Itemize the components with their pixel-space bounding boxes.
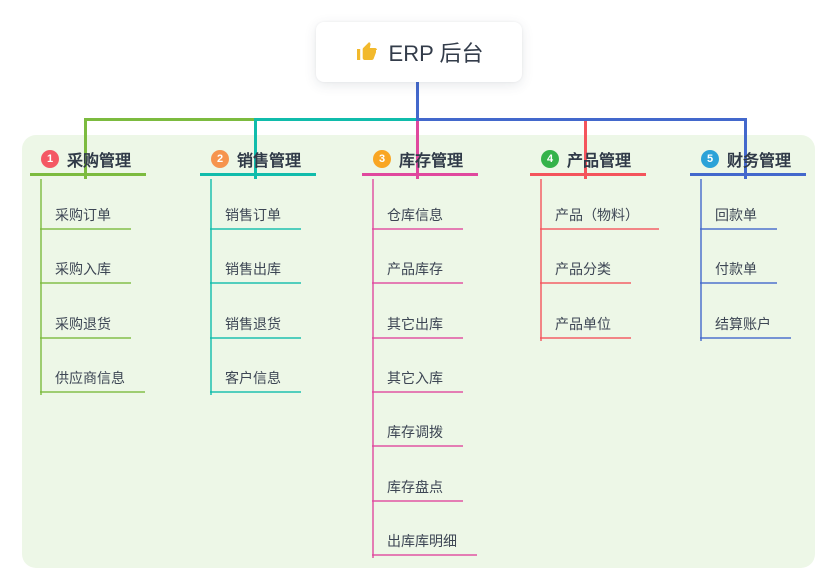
child-node-3-7[interactable]: 出库库明细 (372, 526, 477, 556)
branch-node-4[interactable]: 4 产品管理 (530, 144, 646, 176)
branch-label-1: 采购管理 (67, 152, 132, 170)
child-node-2-2[interactable]: 销售出库 (210, 254, 301, 284)
child-node-5-1[interactable]: 回款单 (700, 200, 777, 230)
branch-drop-line-3 (415, 118, 419, 179)
branch-spine-line-3 (372, 179, 374, 558)
child-node-2-3[interactable]: 销售退货 (210, 309, 301, 339)
branch-badge-4: 4 (541, 149, 559, 168)
child-node-3-3[interactable]: 其它出库 (372, 309, 463, 339)
root-node[interactable]: ERP 后台 (316, 22, 522, 82)
branch-spine-line-1 (40, 179, 42, 395)
branch-label-4: 产品管理 (567, 152, 632, 170)
child-node-1-3[interactable]: 采购退货 (40, 309, 131, 339)
branch-node-2[interactable]: 2 销售管理 (200, 144, 316, 176)
branch-node-3[interactable]: 3 库存管理 (362, 144, 478, 176)
child-node-1-1[interactable]: 采购订单 (40, 200, 131, 230)
child-node-3-1[interactable]: 仓库信息 (372, 200, 463, 230)
branch-badge-5: 5 (701, 149, 719, 168)
root-connector-line (415, 82, 419, 121)
branch-label-5: 财务管理 (727, 152, 792, 170)
branch-node-5[interactable]: 5 财务管理 (690, 144, 806, 176)
child-node-3-5[interactable]: 库存调拨 (372, 417, 463, 447)
branch-spine-line-2 (210, 179, 212, 395)
branch-drop-line-1b (83, 118, 87, 179)
child-node-4-2[interactable]: 产品分类 (540, 254, 631, 284)
child-node-3-6[interactable]: 库存盘点 (372, 472, 463, 502)
child-node-5-2[interactable]: 付款单 (700, 254, 777, 284)
branch-badge-2: 2 (211, 149, 229, 168)
branch-drop-line-2 (253, 118, 257, 179)
child-node-4-1[interactable]: 产品（物料） (540, 200, 659, 230)
child-node-2-4[interactable]: 客户信息 (210, 363, 301, 393)
branch-drop-line-4 (583, 118, 587, 179)
thumbs-up-icon (355, 40, 379, 64)
branch-badge-1: 1 (41, 149, 59, 168)
bus-segment-middle (253, 118, 416, 121)
root-label: ERP 后台 (388, 41, 484, 66)
branch-spine-line-5 (700, 179, 702, 341)
child-node-4-3[interactable]: 产品单位 (540, 309, 631, 339)
child-node-1-4[interactable]: 供应商信息 (40, 363, 145, 393)
branch-spine-line-4 (540, 179, 542, 341)
branch-drop-line-5b (743, 118, 747, 179)
branches-panel (22, 135, 815, 568)
branch-badge-3: 3 (373, 149, 391, 168)
bus-segment-left (83, 118, 254, 121)
branch-label-3: 库存管理 (399, 152, 464, 170)
branch-label-2: 销售管理 (237, 152, 302, 170)
child-node-3-4[interactable]: 其它入库 (372, 363, 463, 393)
child-node-3-2[interactable]: 产品库存 (372, 254, 463, 284)
child-node-5-3[interactable]: 结算账户 (700, 309, 791, 339)
child-node-2-1[interactable]: 销售订单 (210, 200, 301, 230)
branch-node-1[interactable]: 1 采购管理 (30, 144, 146, 176)
child-node-1-2[interactable]: 采购入库 (40, 254, 131, 284)
bus-segment-right (415, 118, 747, 121)
